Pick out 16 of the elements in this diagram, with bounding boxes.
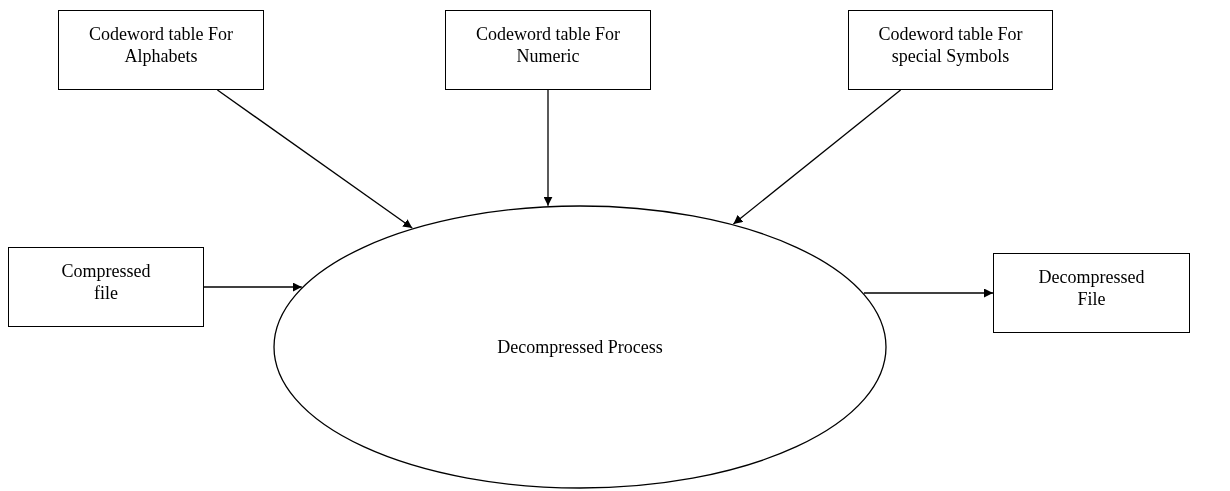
process-box bbox=[58, 10, 264, 90]
process-box bbox=[8, 247, 204, 327]
process-box bbox=[445, 10, 651, 90]
arrow bbox=[216, 89, 413, 229]
process-box bbox=[848, 10, 1053, 90]
arrow bbox=[543, 89, 553, 207]
node-label: Decompressed Process bbox=[496, 336, 664, 358]
arrow bbox=[863, 288, 994, 298]
process-box bbox=[993, 253, 1190, 333]
node-label: Codeword table For Numeric bbox=[475, 23, 621, 67]
node-label: Codeword table For special Symbols bbox=[877, 23, 1024, 67]
node-label: Codeword table For Alphabets bbox=[88, 23, 234, 67]
arrow bbox=[203, 282, 303, 292]
node-label: Compressed file bbox=[60, 260, 152, 304]
arrow bbox=[732, 89, 902, 225]
node-label: Decompressed File bbox=[1037, 266, 1146, 310]
